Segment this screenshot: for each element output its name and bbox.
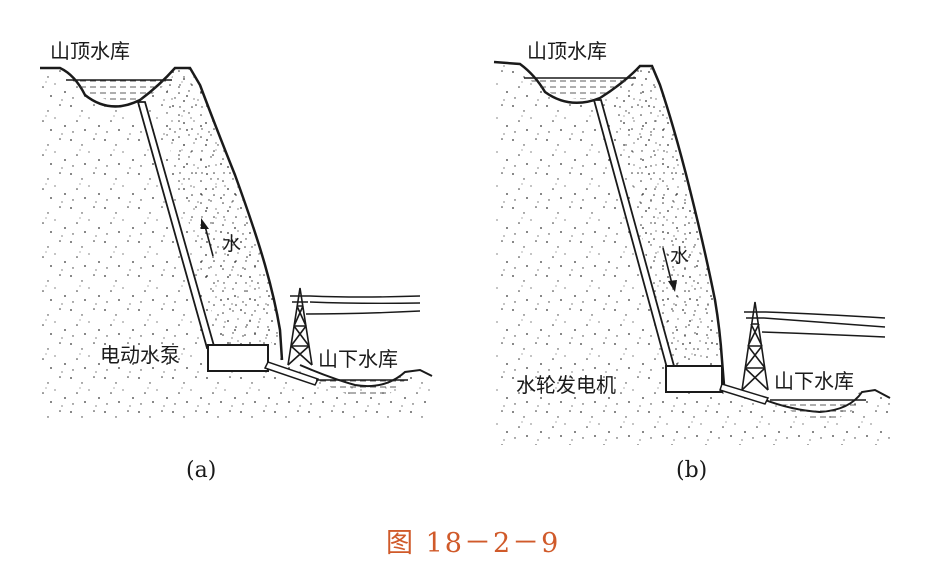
sublabel-a: (a)	[186, 458, 216, 483]
outlet-channel-a	[263, 361, 320, 386]
upper-reservoir-water-b	[528, 78, 632, 100]
lower-reservoir-water-b	[772, 400, 862, 421]
lower-reservoir-water-a	[318, 380, 405, 399]
flow-arrow-up-a	[201, 218, 214, 257]
upper-reservoir-label-a: 山顶水库	[50, 39, 130, 63]
flow-arrow-down-b	[662, 247, 677, 292]
upper-reservoir-water-a	[72, 80, 170, 102]
lower-reservoir-label-a: 山下水库	[318, 347, 398, 371]
sublabel-b: (b)	[676, 458, 707, 483]
panel-a: 山顶水库 水 电动水泵 山下水库 (a)	[40, 39, 433, 483]
machine-label-a: 电动水泵	[100, 343, 180, 367]
turbine-house-b	[665, 365, 723, 393]
mountain-ridge-b	[615, 66, 722, 365]
ground-outline-b	[493, 60, 726, 386]
pylon-a	[287, 287, 313, 366]
machine-label-b: 水轮发电机	[516, 373, 616, 397]
figure-caption: 图 18－2－9	[386, 528, 560, 559]
power-lines-b	[761, 311, 886, 338]
flow-label-a: 水	[222, 233, 241, 255]
pylon-b	[741, 301, 769, 391]
outlet-channel-b	[719, 383, 770, 405]
power-lines-a	[305, 295, 421, 315]
mountain-ridge-a	[160, 68, 280, 345]
lower-reservoir-label-b: 山下水库	[774, 369, 854, 393]
upper-reservoir-label-b: 山顶水库	[527, 39, 607, 63]
ground-outline-a	[40, 66, 284, 361]
flow-label-b: 水	[670, 245, 689, 267]
panel-b: 山顶水库 水 水轮发电机 山下水库 (b)	[493, 39, 891, 483]
pump-house-a	[207, 344, 269, 372]
